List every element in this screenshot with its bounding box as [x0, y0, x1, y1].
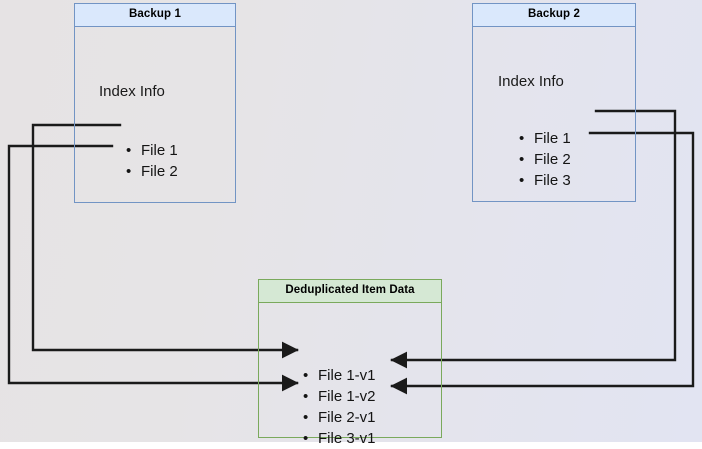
- backup-1-body: Index Info File 1 File 2: [75, 27, 235, 202]
- list-item[interactable]: File 1-v1: [303, 365, 376, 386]
- list-item[interactable]: File 3-v1: [303, 428, 376, 449]
- dedup-item-list: File 1-v1 File 1-v2 File 2-v1 File 3-v1: [303, 365, 376, 449]
- deduplicated-item-data-box[interactable]: Deduplicated Item Data File 1-v1 File 1-…: [258, 279, 442, 449]
- backup-1-index-info-label: Index Info: [99, 83, 165, 100]
- list-item[interactable]: File 2-v1: [303, 407, 376, 428]
- backup-1-file-list: File 1 File 2: [126, 140, 178, 182]
- list-item[interactable]: File 1-v2: [303, 386, 376, 407]
- list-item[interactable]: File 3: [519, 170, 571, 191]
- list-item[interactable]: File 1: [126, 140, 178, 161]
- list-item[interactable]: File 2: [519, 149, 571, 170]
- backup-1-title: Backup 1: [75, 4, 235, 27]
- deduplicated-item-data-body: File 1-v1 File 1-v2 File 2-v1 File 3-v1: [259, 303, 441, 449]
- deduplicated-item-data-title: Deduplicated Item Data: [259, 280, 441, 303]
- list-item[interactable]: File 1: [519, 128, 571, 149]
- backup-1-box[interactable]: Backup 1 Index Info File 1 File 2: [74, 3, 236, 203]
- list-item[interactable]: File 2: [126, 161, 178, 182]
- backup-2-title: Backup 2: [473, 4, 635, 27]
- backup-2-index-info-label: Index Info: [498, 73, 564, 90]
- backup-2-file-list: File 1 File 2 File 3: [519, 128, 571, 191]
- backup-2-body: Index Info File 1 File 2 File 3: [473, 27, 635, 201]
- backup-2-box[interactable]: Backup 2 Index Info File 1 File 2 File 3: [472, 3, 636, 202]
